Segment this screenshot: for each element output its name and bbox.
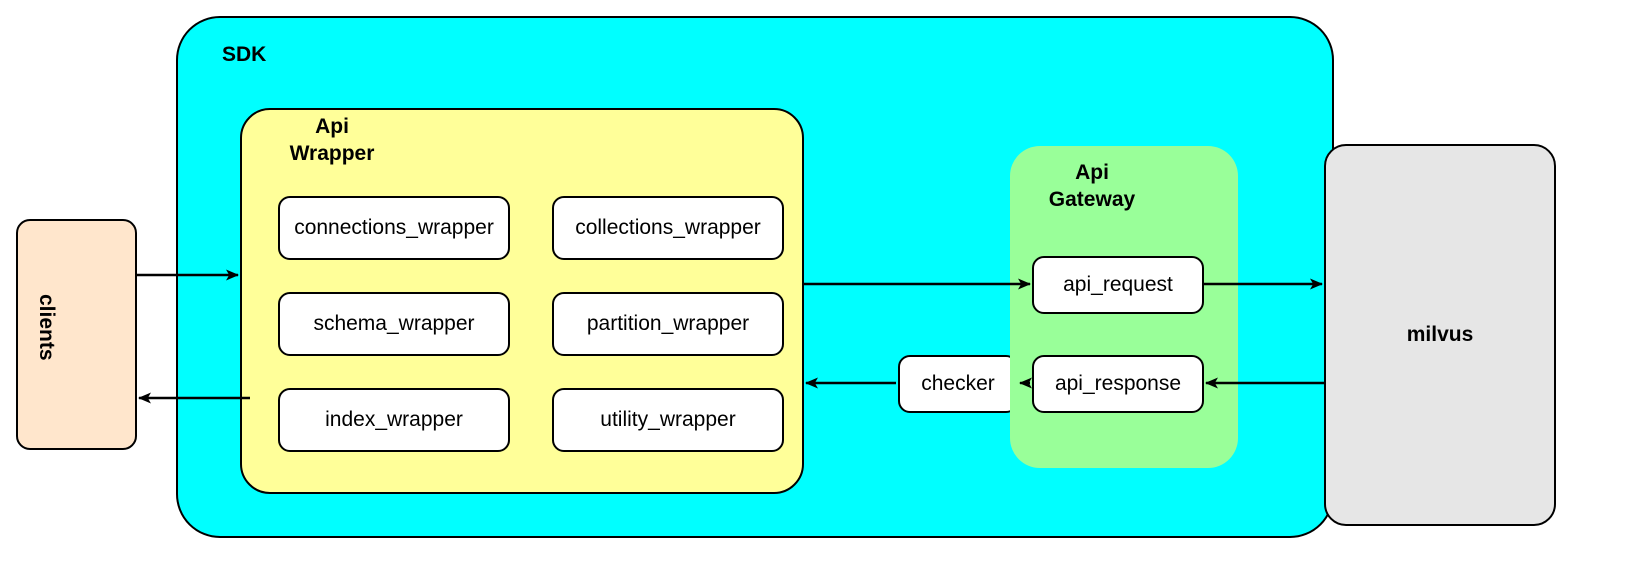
api-wrapper-label: Api Wrapper	[289, 115, 375, 165]
api-gateway-label: Api Gateway	[1048, 161, 1136, 211]
node-api-request[interactable]: api_request	[1032, 256, 1204, 314]
clients-box[interactable]	[16, 219, 137, 450]
milvus-box[interactable]	[1324, 144, 1556, 526]
node-checker[interactable]: checker	[898, 355, 1018, 413]
node-utility-wrapper[interactable]: utility_wrapper	[552, 388, 784, 452]
milvus-label: milvus	[1406, 323, 1474, 346]
node-partition-wrapper[interactable]: partition_wrapper	[552, 292, 784, 356]
node-schema-wrapper[interactable]: schema_wrapper	[278, 292, 510, 356]
clients-label: clients	[35, 294, 58, 361]
node-index-wrapper[interactable]: index_wrapper	[278, 388, 510, 452]
node-api-response[interactable]: api_response	[1032, 355, 1204, 413]
sdk-label: SDK	[222, 43, 267, 66]
node-collections-wrapper[interactable]: collections_wrapper	[552, 196, 784, 260]
node-connections-wrapper[interactable]: connections_wrapper	[278, 196, 510, 260]
